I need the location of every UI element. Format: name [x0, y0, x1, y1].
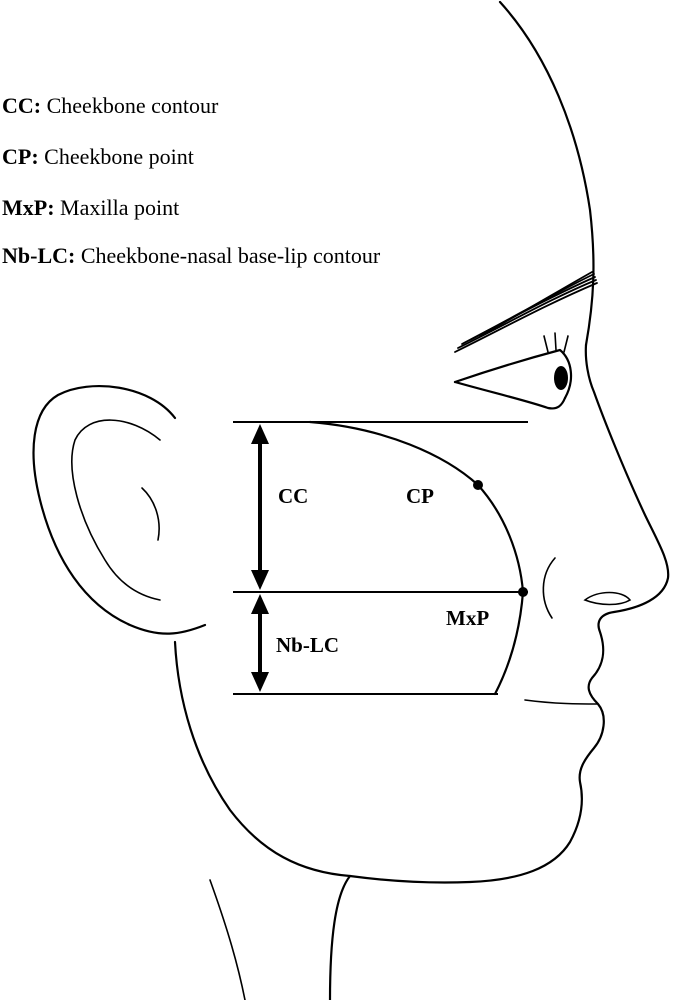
legend-item-nblc: Nb-LC: Cheekbone-nasal base-lip contour [2, 243, 381, 268]
head-outline [498, 0, 595, 347]
nostril [583, 591, 632, 606]
neck-outline [209, 879, 246, 1000]
ear-outer [32, 384, 207, 635]
nb-lc-contour-curve [493, 590, 525, 696]
legend: CC: Cheekbone contour CP: Cheekbone poin… [2, 93, 381, 268]
eyebrow-stroke-2 [457, 279, 597, 349]
label-nblc: Nb-LC [276, 633, 339, 657]
ear-tragus [141, 487, 160, 541]
legend-item-cp: CP: Cheekbone point [2, 144, 194, 169]
eyebrow [454, 271, 598, 353]
eyelash-1 [543, 335, 549, 353]
cheekbone-point-marker [473, 480, 483, 490]
eye-lower-lid [453, 380, 567, 410]
maxilla-point-marker [518, 587, 528, 597]
eyelash-3 [563, 335, 569, 353]
eye-upper-lid [453, 348, 573, 400]
legend-item-mxp: MxP: Maxilla point [2, 195, 179, 220]
eye-pupil [554, 366, 568, 390]
eye [453, 332, 573, 410]
label-mxp: MxP [446, 606, 489, 630]
eyebrow-stroke-1 [454, 282, 598, 353]
label-cp: CP [406, 484, 434, 508]
face-profile [328, 343, 670, 1000]
ear-inner [71, 419, 161, 601]
ear [32, 384, 207, 635]
mouth-line [524, 699, 599, 705]
eyelash-2 [554, 332, 557, 351]
eyebrow-stroke-5 [479, 271, 593, 337]
legend-item-cc: CC: Cheekbone contour [2, 93, 219, 118]
jaw-outline [173, 640, 352, 878]
nasolabial-fold [542, 557, 556, 619]
nblc-measurement-arrow [251, 594, 269, 692]
cc-measurement-arrow [251, 424, 269, 590]
label-cc: CC [278, 484, 308, 508]
